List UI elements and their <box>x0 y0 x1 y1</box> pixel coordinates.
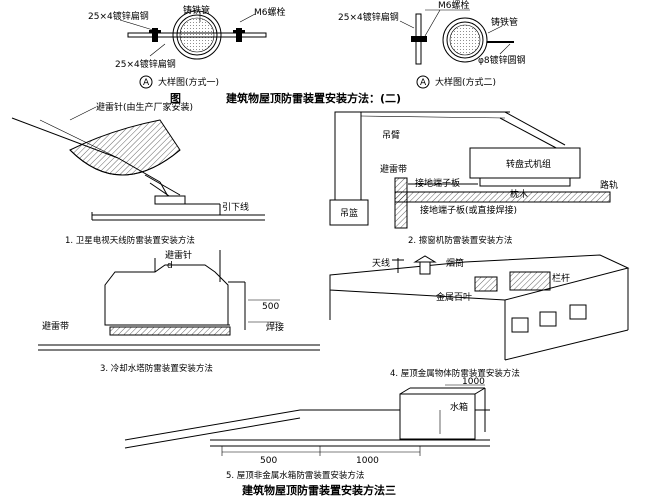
fig2-label-terminal-weld: 接地端子板(或直接焊接) <box>420 204 517 216</box>
detail-circle-mark-two <box>416 75 430 89</box>
chimney <box>413 255 437 275</box>
fig3-cooling-tower: 避雷针 d 500 避雷带 焊接 3. 冷却水塔防雷装置安装方法 <box>38 249 320 374</box>
fig4-label-louver: 金属百叶 <box>436 291 472 303</box>
fig5-caption: 5. 屋顶非金属水箱防雷装置安装方法 <box>226 470 364 481</box>
fig2-label-sleeper: 枕木 <box>510 188 528 200</box>
fig4-caption: 4. 屋顶金属物体防雷装置安装方法 <box>390 368 520 379</box>
title-upper: 建筑物屋顶防雷装置安装方法：(二) <box>226 91 401 105</box>
fig3-caption: 3. 冷却水塔防雷装置安装方法 <box>100 363 213 374</box>
dish-reflector <box>69 119 181 176</box>
fig5-label-500: 500 <box>260 456 277 466</box>
antenna <box>392 258 404 273</box>
caption-detail-one: 大样图(方式一) <box>158 76 219 88</box>
fig1-label-downlead: 引下线 <box>222 201 249 213</box>
fig5-label-tank: 水箱 <box>450 401 468 413</box>
fig3-label-d: d <box>167 261 173 271</box>
cast-iron-pipe-clamp <box>172 10 222 60</box>
label-cast-iron-pipe: 铸铁管 <box>183 4 210 16</box>
fig3-label-weld: 焊接 <box>266 321 284 333</box>
machine-unit <box>469 147 581 187</box>
label-flat-steel-b: 25×4镀锌扁钢 <box>115 58 176 70</box>
circle-mark-text-two: A <box>420 78 427 88</box>
fig4-label-railing: 栏杆 <box>552 272 570 284</box>
fig4-roof-metal: 天线 烟筒 栏杆 金属百叶 4. 屋顶金属物体防雷装置安装方法 <box>329 254 630 379</box>
vertical-flat-steel <box>411 13 427 65</box>
roof-slab-three <box>38 344 320 351</box>
label-flat-steel-a: 25×4镀锌扁钢 <box>88 10 149 22</box>
label-flat-steel-two: 25×4镀锌扁钢 <box>338 11 399 23</box>
water-tank <box>399 387 486 440</box>
fig3-label-strip: 避雷带 <box>42 320 69 332</box>
building-edge <box>394 177 611 229</box>
title-prefix: 图 <box>170 92 181 105</box>
fig1-satellite-dish: 避雷针(由生产厂家安装) 引下线 1. 卫星电视天线防雷装置安装方法 <box>11 101 265 246</box>
label-round-steel: φ8镀锌圆钢 <box>478 54 526 66</box>
fig2-label-cage: 吊篮 <box>340 207 358 219</box>
fig1-caption: 1. 卫星电视天线防雷装置安装方法 <box>65 235 195 246</box>
fig2-window-cleaner: 吊臂 避雷带 接地端子板 转盘式机组 路轨 枕木 接地端子板(或直接焊接) 吊篮… <box>329 111 618 246</box>
fig4-label-chimney: 烟筒 <box>446 257 464 269</box>
roof-outline <box>329 254 630 361</box>
dish-support <box>117 157 186 205</box>
railing <box>509 271 551 291</box>
leader-lines-two <box>399 9 511 55</box>
lightning-rod <box>11 117 119 159</box>
rod-leader <box>69 106 97 121</box>
fig2-label-terminal: 接地端子板 <box>415 177 460 189</box>
detail-circle-mark <box>139 75 153 89</box>
cage <box>329 199 369 226</box>
fig2-label-rail: 路轨 <box>600 179 618 191</box>
fig3-label-500: 500 <box>262 302 279 312</box>
down-lead <box>185 203 221 215</box>
fig2-label-boom: 吊臂 <box>382 129 400 141</box>
title-bottom: 建筑物屋顶防雷装置安装方法三 <box>242 483 396 497</box>
fig5-water-tank: 1000 水箱 500 1000 5. 屋顶非金属水箱防雷装置安装方法 <box>124 377 490 481</box>
fig5-label-dim-top: 1000 <box>462 377 485 387</box>
caption-detail-two: 大样图(方式二) <box>435 76 496 88</box>
fig5-label-1000: 1000 <box>356 456 379 466</box>
detail-method-one: 25×4镀锌扁钢 铸铁管 M6螺栓 25×4镀锌扁钢 A 大样图(方式一) <box>88 4 286 89</box>
lightning-rod-three <box>154 250 246 330</box>
label-m6-bolt: M6螺栓 <box>254 6 286 18</box>
fig2-label-machine: 转盘式机组 <box>506 158 551 170</box>
fig4-label-antenna: 天线 <box>372 257 390 269</box>
fig2-label-strip: 避雷带 <box>380 163 407 175</box>
fig1-label-rod: 避雷针(由生产厂家安装) <box>96 101 193 113</box>
label-m6-bolt-two: M6螺栓 <box>438 0 470 11</box>
leader-lines <box>119 11 256 57</box>
dimension-lines <box>221 384 485 456</box>
windows <box>511 304 587 333</box>
tower-body <box>104 264 231 336</box>
circle-mark-text: A <box>143 78 150 88</box>
fig3-label-rod: 避雷针 <box>165 249 192 261</box>
detail-method-two: M6螺栓 25×4镀锌扁钢 铸铁管 φ8镀锌圆钢 A 大样图(方式二) <box>338 0 526 89</box>
bolt-left <box>149 28 161 42</box>
louver <box>474 276 498 292</box>
pipe-clamp-two <box>442 17 514 63</box>
dim-500-lines <box>248 299 280 323</box>
label-cast-iron-pipe-two: 铸铁管 <box>491 16 518 28</box>
fig2-caption: 2. 擦窗机防雷装置安装方法 <box>408 235 512 246</box>
roof-slab <box>91 212 265 221</box>
bolt-right <box>233 28 245 42</box>
